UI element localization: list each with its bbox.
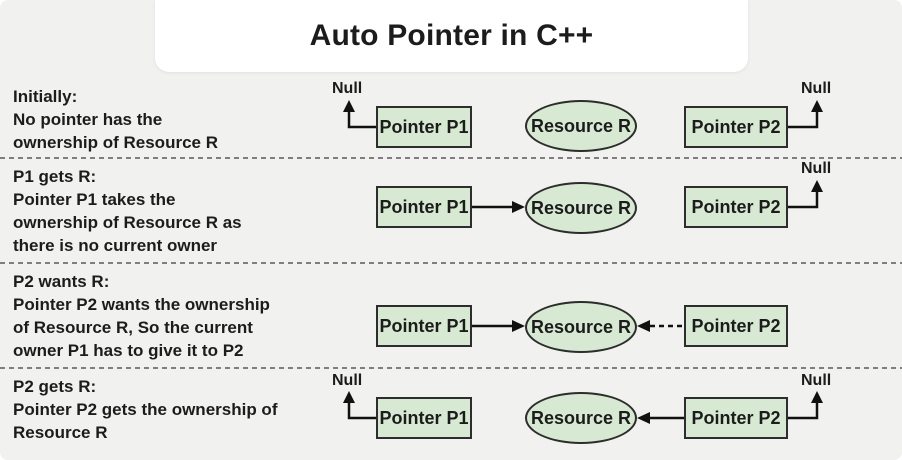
row-description: Initially: No pointer has the ownership … (13, 87, 218, 152)
pointer-p2-box: Pointer P2 (684, 305, 788, 347)
p2-null-connector-icon (788, 391, 823, 420)
p2-resource-dashed-arrow-icon (637, 320, 684, 332)
row-description: P2 gets R: Pointer P2 gets the ownership… (13, 377, 278, 442)
resource-ellipse: Resource R (525, 392, 637, 444)
p2-resource-arrow-icon (637, 412, 684, 424)
pointer-p1-box: Pointer P1 (376, 305, 472, 347)
dashed-divider (0, 367, 902, 369)
dashed-divider (0, 157, 902, 159)
dashed-divider (0, 262, 902, 264)
pointer-p2-box: Pointer P2 (684, 186, 788, 228)
pointer-p2-box: Pointer P2 (684, 397, 788, 439)
row-description: P2 wants R: Pointer P2 wants the ownersh… (13, 272, 270, 360)
page-title: Auto Pointer in C++ (309, 19, 594, 52)
pointer-p1-box: Pointer P1 (376, 106, 472, 148)
p1-resource-arrow-icon (472, 201, 525, 213)
p2-null-connector-icon (788, 100, 823, 129)
resource-ellipse: Resource R (525, 182, 637, 234)
pointer-p1-box: Pointer P1 (376, 397, 472, 439)
resource-ellipse: Resource R (525, 301, 637, 353)
null-label: Null (801, 372, 832, 389)
p1-null-connector-icon (343, 100, 378, 129)
row-p2-wants-r: P2 wants R: Pointer P2 wants the ownersh… (0, 262, 902, 367)
pointer-p2-box: Pointer P2 (684, 106, 788, 148)
row-description: P1 gets R: Pointer P1 takes the ownershi… (13, 167, 242, 255)
row-p1-gets-r: P1 gets R: Pointer P1 takes the ownershi… (0, 157, 902, 262)
row-initially: Initially: No pointer has the ownership … (0, 72, 902, 157)
null-label: Null (332, 80, 363, 97)
null-label: Null (332, 372, 363, 389)
title-card: Auto Pointer in C++ (155, 0, 748, 72)
null-label: Null (801, 160, 832, 177)
p2-null-connector-icon (788, 180, 823, 209)
row-p2-gets-r: P2 gets R: Pointer P2 gets the ownership… (0, 367, 902, 460)
p1-null-connector-icon (343, 391, 378, 420)
null-label: Null (801, 80, 832, 97)
resource-ellipse: Resource R (525, 100, 637, 152)
p1-resource-arrow-icon (472, 320, 525, 332)
pointer-p1-box: Pointer P1 (376, 186, 472, 228)
